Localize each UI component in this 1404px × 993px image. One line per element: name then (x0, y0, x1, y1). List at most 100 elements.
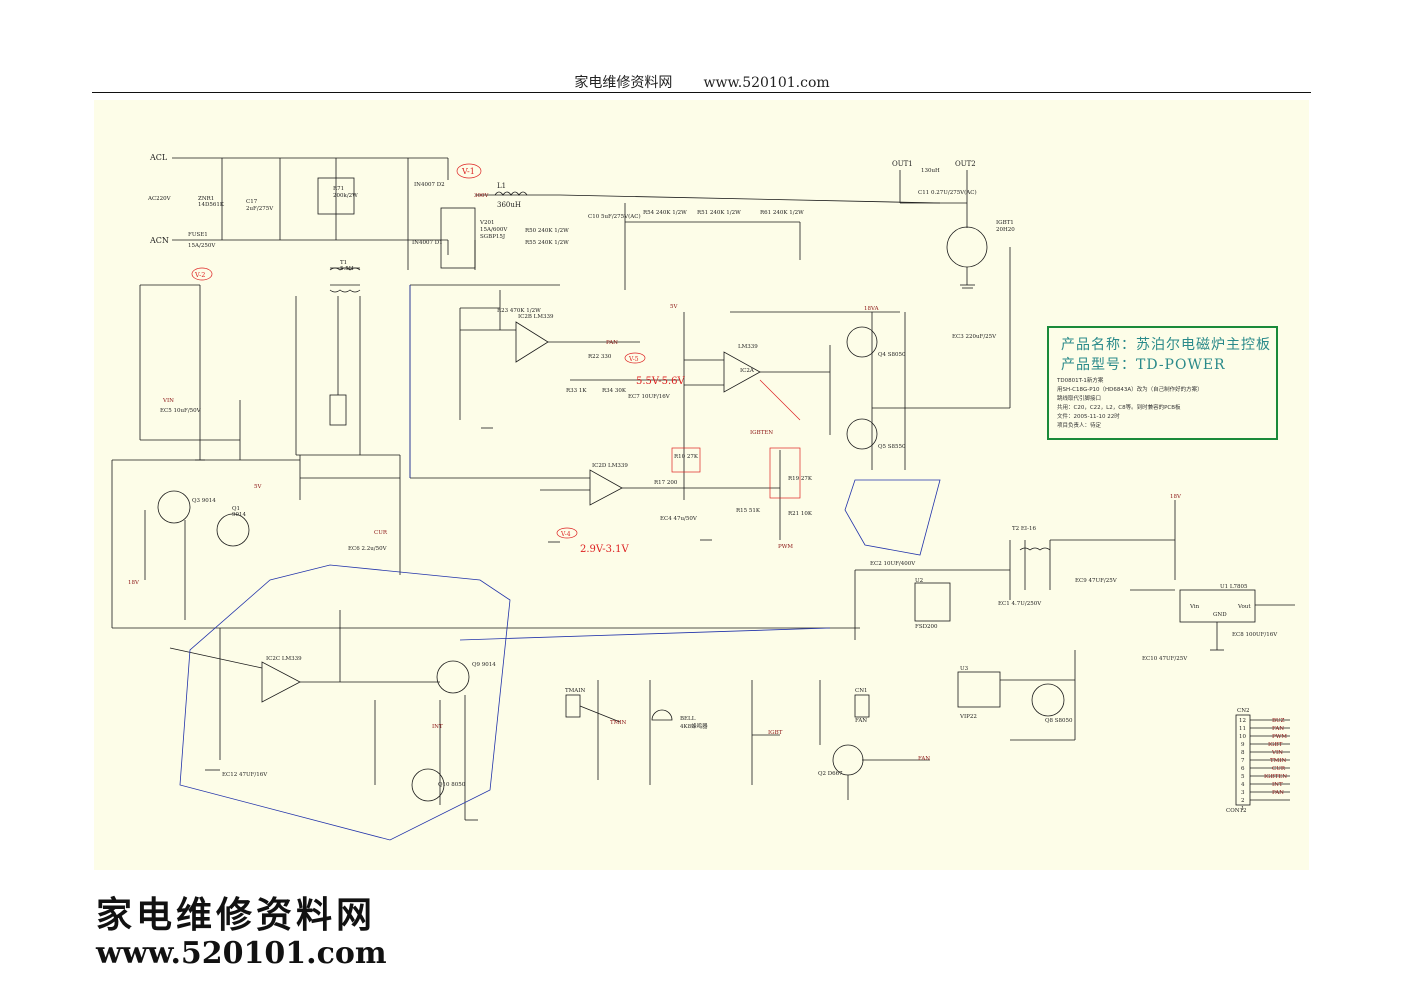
d1-label: IN4007 D1 (412, 240, 443, 246)
net-tmin: TMIN (610, 720, 626, 726)
r21-label: R21 10K (788, 511, 813, 517)
u3-label: U3 (960, 666, 969, 672)
blue-outlines (179, 285, 941, 841)
cn2-pin: 8 (1241, 750, 1245, 756)
cn2-net: BUZ (1272, 718, 1285, 724)
footer-site-name: 家电维修资料网 (96, 894, 377, 936)
r19-label: R19 27K (788, 476, 813, 482)
net-18va: 18VA (864, 306, 880, 312)
net-5v-q1: 5V (254, 484, 262, 490)
u2-chip: FSD200 (915, 624, 938, 630)
ec7-label: EC7 10UF/16V (628, 394, 671, 400)
component-labels: ACL ACN AC220V FUSE1 15A/250V ZNR1 14D56… (147, 153, 1278, 814)
cn2-pin: 7 (1241, 758, 1245, 764)
vout-pin: Vout (1237, 604, 1251, 610)
schematic-panel (94, 100, 1309, 870)
q10-label: Q10 8050 (438, 782, 466, 788)
cn2-pin: 3 (1241, 790, 1245, 796)
red-annotations (191, 163, 801, 539)
r15-label: R15 51K (736, 508, 761, 514)
acn-label: ACN (149, 236, 169, 245)
d2-label: IN4007 D2 (414, 182, 445, 188)
ec2-label: EC2 10UF/400V (870, 561, 916, 567)
cn2-pin: 6 (1241, 766, 1245, 772)
product-note: 文件：2005-11-10 22时 (1057, 414, 1120, 420)
net-5v-ic2a: 5V (670, 304, 678, 310)
r34-label: R34 30K (602, 388, 627, 394)
ic2d-label: IC2D LM339 (592, 463, 628, 469)
voltage-annotations: V-1 V-2 V-5 V-4 5.5V-5.6V 2.9V-3.1V (194, 167, 685, 555)
igbt-value: 20H20 (996, 227, 1015, 233)
r50-label: R50 240K 1/2W (525, 228, 569, 234)
t1-label: T1 (340, 260, 347, 266)
q2-label: Q2 D667 (818, 771, 843, 777)
tmain-label: TMAIN (565, 688, 585, 694)
product-note: 跳线取代引脚接口 (1057, 396, 1102, 402)
net-igbten: IGBTEN (750, 430, 773, 436)
net-vin: VIN (162, 398, 174, 404)
bell-value: 4K8蜂鸣器 (680, 722, 708, 730)
net-fan: FAN (918, 756, 930, 762)
q5-label: Q5 S8550 (878, 444, 906, 450)
cn2-net: PWM (1272, 734, 1287, 740)
ec6-label: EC6 2.2u/50V (348, 546, 388, 552)
cn2-pin: 5 (1241, 774, 1245, 780)
t2-label: T2 EI-16 (1012, 526, 1036, 532)
footer-url: www.520101.com (96, 936, 387, 971)
cn2-net-names: BUZ FAN PWM IGBT VIN TMIN CUR IGBTEN INT… (1264, 718, 1287, 796)
c11-label: C11 0.27U/275V(AC) (918, 189, 977, 196)
u3-chip: VIP22 (959, 714, 977, 720)
cn2-pin: 4 (1241, 782, 1245, 788)
schematic-wires (111, 157, 1295, 821)
net-18v-right: 18V (1170, 494, 1182, 500)
r33-label: R33 1K (566, 388, 587, 394)
bridge-value2: SGBP15J (480, 234, 505, 240)
ec10-label: EC10 47UF/25V (1142, 656, 1188, 662)
u2-label: U2 (915, 578, 923, 584)
product-model: 产品型号：TD-POWER (1061, 357, 1226, 373)
cn1-label: CN1 (855, 688, 868, 694)
out1-label: OUT1 (892, 160, 913, 168)
znr-label: ZNR1 (198, 196, 214, 202)
header-url: www.520101.com (703, 75, 830, 91)
ec3-label: EC3 220uF/25V (952, 334, 997, 340)
q1-label: Q1 (232, 506, 240, 512)
bridge-value1: 15A/600V (480, 227, 508, 233)
volt-range-v4: 2.9V-3.1V (580, 544, 629, 555)
q3-label: Q3 9014 (192, 498, 216, 504)
net-pwm: PWM (778, 544, 793, 550)
fuse-label: FUSE1 (188, 232, 208, 238)
q1-value: 9014 (232, 512, 246, 518)
cn2-net: IGBT (1268, 742, 1283, 748)
ic2b-label: IC2B LM339 (518, 314, 554, 320)
ec1-label: EC1 4.7U/250V (998, 601, 1042, 607)
u1-label: U1 L7805 (1220, 584, 1248, 590)
ec8-label: EC8 100UF/16V (1232, 632, 1278, 638)
volt-v2: V-2 (194, 271, 205, 279)
cn2-pin: 1 (1241, 806, 1245, 812)
ec9-label: EC9 47UF/25V (1075, 578, 1118, 584)
r22-label: R22 330 (588, 354, 612, 360)
bell-label: BELL (680, 716, 696, 722)
znr-value: 14D561K (198, 202, 225, 208)
ec4-label: EC4 47u/50V (660, 516, 698, 522)
bridge-label: V201 (479, 220, 494, 226)
conn2-label: CON12 (1226, 808, 1247, 814)
product-name: 产品名称：苏泊尔电磁炉主控板 (1061, 337, 1271, 353)
volt-range-v5: 5.5V-5.6V (636, 376, 685, 387)
cn2-pin: 12 (1239, 718, 1246, 724)
ic2a-chip: LM339 (738, 344, 758, 350)
r17-label: R17 200 (654, 480, 678, 486)
product-note: 项目负责人：待定 (1057, 423, 1102, 429)
header-site-name: 家电维修资料网 (574, 75, 673, 91)
cn2-net: TMIN (1270, 758, 1286, 764)
ic2c-label: IC2C LM339 (266, 656, 302, 662)
cn2-net: VIN (1271, 750, 1283, 756)
net-pan: PAN (606, 340, 618, 346)
c17-value: 2uF/275V (246, 206, 274, 212)
cn2-net: PAN (1272, 790, 1284, 796)
product-note: 共用：C20，C22，L2，C8等。到时兼容的PCB板 (1057, 405, 1181, 411)
net-int: INT (432, 724, 443, 730)
header-rule (92, 92, 1311, 93)
